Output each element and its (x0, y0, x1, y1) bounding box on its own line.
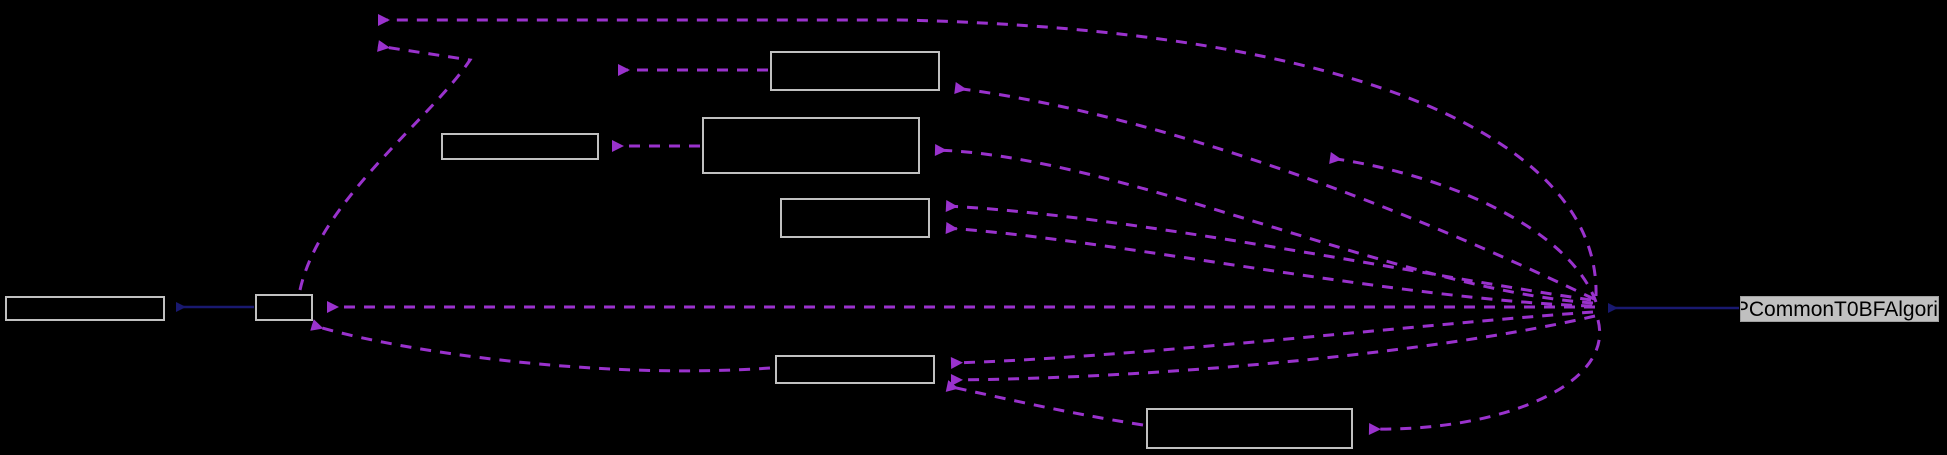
edge-hub-to-n6-lower (945, 222, 1593, 308)
graph-node-6[interactable] (780, 198, 930, 238)
graph-node-1[interactable] (5, 296, 165, 321)
graph-node-topcommont0bfalgorithm-label: TOPCommonT0BFAlgorithm (1741, 297, 1938, 321)
edge-n2-to-offleft-2 (298, 40, 473, 291)
edge-hub-to-n6-upper (945, 200, 1592, 302)
inheritance-edges (176, 302, 1739, 313)
edge-n7-to-n8 (945, 380, 1144, 427)
edge-hub-to-n7-upper (950, 310, 1594, 369)
graph-node-8[interactable] (1146, 408, 1353, 449)
edge-hub-to-n3 (954, 82, 1595, 301)
edge-n2-to-n7 (310, 319, 771, 373)
edge-hub-to-n7-lower (950, 314, 1596, 386)
edge-hub-to-n5 (934, 144, 1594, 305)
edge-hub-to-n8 (1368, 319, 1602, 435)
usage-edges (298, 14, 1602, 435)
edge-hub-to-upper-mid (1329, 152, 1598, 303)
graph-node-4[interactable] (441, 133, 599, 160)
graph-node-5[interactable] (702, 117, 920, 174)
graph-node-topcommont0bfalgorithm[interactable]: TOPCommonT0BFAlgorithm (1740, 296, 1939, 322)
edge-hub-to-offleft-1 (378, 14, 1598, 297)
graph-node-3[interactable] (770, 51, 940, 91)
graph-node-7[interactable] (775, 355, 935, 384)
graph-node-2[interactable] (255, 294, 313, 321)
